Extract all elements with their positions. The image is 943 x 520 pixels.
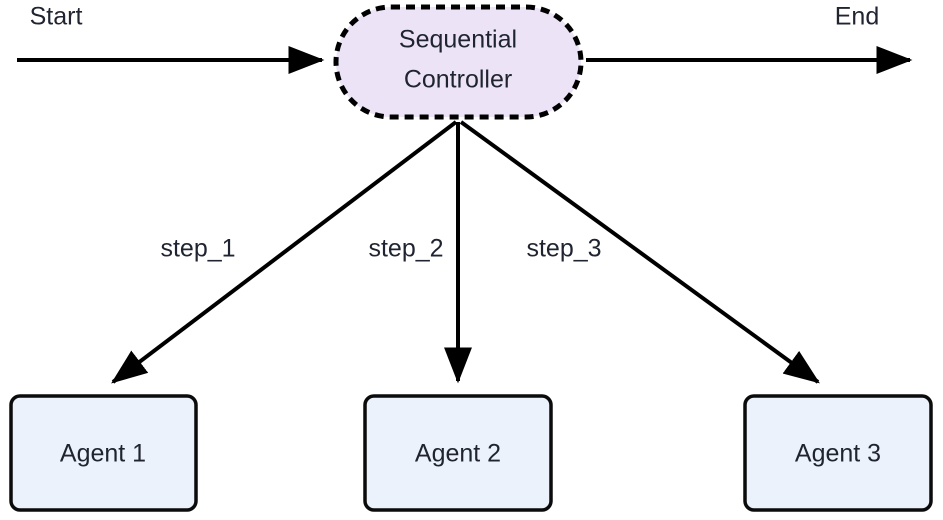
edge-label-step-3: step_3 (526, 235, 601, 263)
start-label: Start (30, 3, 83, 31)
node-agent-1[interactable] (9, 394, 198, 512)
agent-1-label: Agent 1 (60, 440, 146, 468)
agent-2-label: Agent 2 (415, 440, 501, 468)
agent-3-label: Agent 3 (795, 440, 881, 468)
node-sequential-controller[interactable] (333, 4, 584, 120)
edge-controller-to-agent-3 (459, 120, 820, 384)
node-agent-2[interactable] (363, 394, 553, 512)
edge-label-step-1: step_1 (160, 235, 235, 263)
node-agent-3[interactable] (743, 394, 933, 512)
edge-label-step-2: step_2 (368, 235, 443, 263)
edge-controller-to-agent-1 (111, 120, 458, 384)
end-label: End (835, 3, 879, 31)
controller-label-line-2: Controller (404, 66, 512, 94)
controller-label-line-1: Sequential (399, 26, 517, 54)
